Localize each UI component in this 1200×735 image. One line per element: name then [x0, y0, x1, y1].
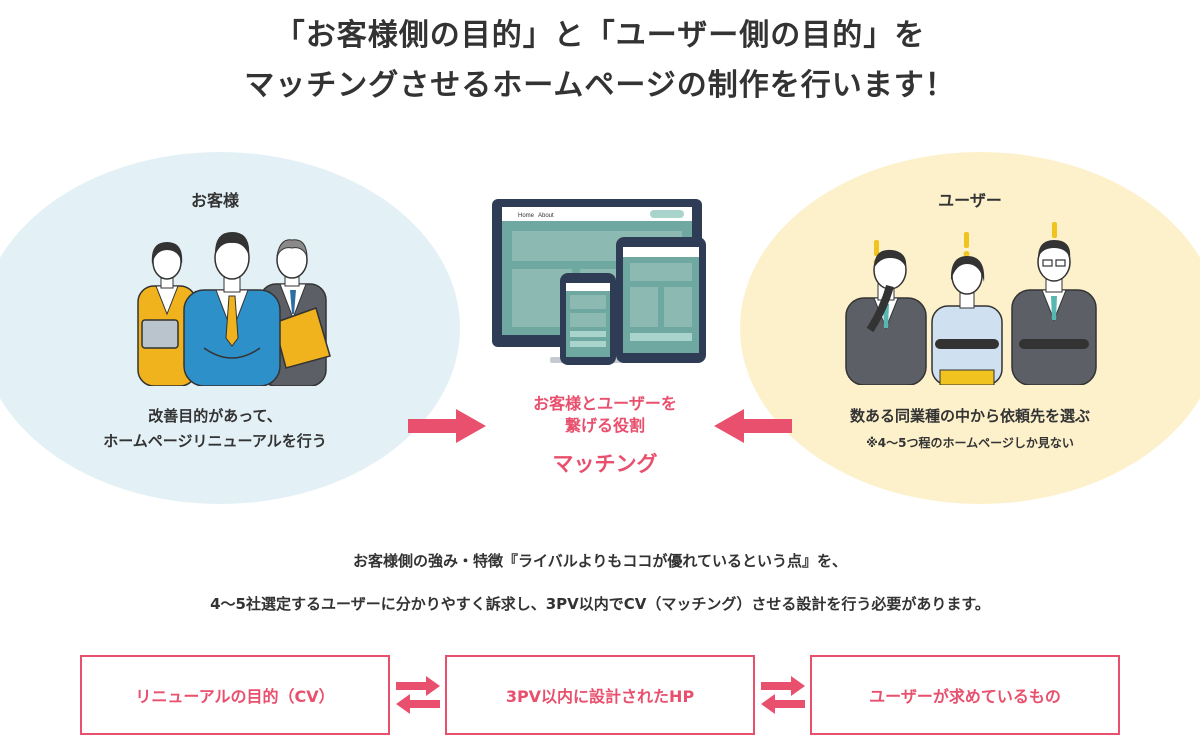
user-note: ※4〜5つ程のホームページしか見ない: [866, 436, 1074, 450]
client-text-line-1: 改善目的があって、: [148, 407, 282, 425]
exchange-arrows-icon: [761, 676, 805, 714]
headline-line-1: 「お客様側の目的」と「ユーザー側の目的」を: [274, 18, 926, 53]
center-text-line-1: お客様とユーザーを: [533, 394, 677, 413]
exchange-arrows-icon: [396, 676, 440, 714]
arrow-right-icon: [408, 409, 486, 443]
matching-label: マッチング: [552, 452, 658, 476]
designed-hp-box: 3PV以内に設計されたHP: [445, 655, 755, 735]
user-title: ユーザー: [938, 191, 1002, 210]
client-text-line-2: ホームページリニューアルを行う: [103, 432, 327, 450]
client-title: お客様: [190, 191, 239, 210]
smartphone-icon: [560, 273, 616, 365]
user-text-line-1: 数ある同業種の中から依頼先を選ぶ: [849, 407, 1090, 425]
business-team-illustration: [137, 232, 331, 386]
center-text-line-2: 繋げる役割: [564, 416, 645, 435]
arrow-left-icon: [714, 409, 792, 443]
businesswoman-figure: [137, 242, 197, 386]
designed-hp-label: 3PV以内に設計されたHP: [505, 687, 695, 706]
body-text-line-2: 4〜5社選定するユーザーに分かりやすく訴求し、3PV以内でCV（マッチング）させ…: [210, 595, 990, 613]
thinking-woman-figure: [931, 256, 1003, 385]
body-text-line-1: お客様側の強み・特徴『ライバルよりもココが優れているという点』を、: [353, 552, 847, 570]
exclamation-mark-icon: [963, 232, 970, 257]
user-needs-box: ユーザーが求めているもの: [810, 655, 1120, 735]
user-needs-label: ユーザーが求めているもの: [869, 687, 1061, 706]
mockup-nav-home: Home: [518, 213, 535, 219]
renewal-purpose-label: リニューアルの目的（CV）: [135, 687, 335, 706]
devices-mockup-illustration: Home About: [492, 199, 706, 365]
tablet-icon: [616, 237, 706, 363]
mockup-nav-about: About: [538, 213, 554, 219]
headline-line-2: マッチングさせるホームページの制作を行います！: [244, 68, 956, 103]
thinking-man-grey-figure: [845, 249, 927, 385]
businessman-blue-figure: [183, 232, 281, 386]
renewal-purpose-box: リニューアルの目的（CV）: [80, 655, 390, 735]
users-thinking-illustration: [845, 222, 1097, 385]
thinking-man-glasses-figure: [1011, 240, 1097, 385]
